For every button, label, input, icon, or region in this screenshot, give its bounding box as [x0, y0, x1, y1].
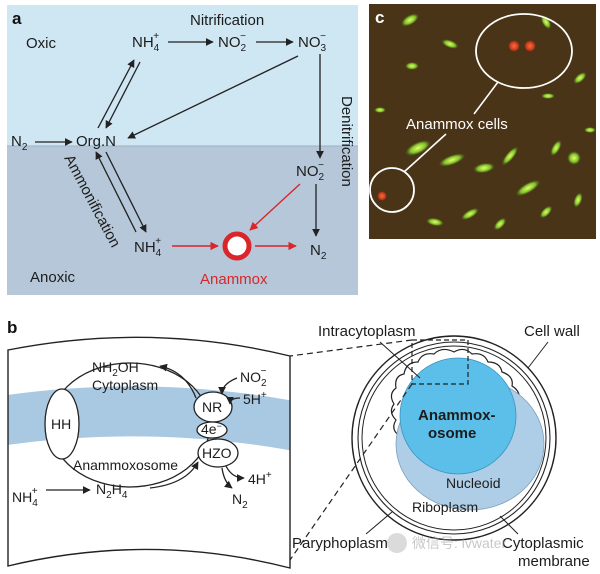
h5-input: 5H+: [243, 390, 267, 407]
nr-label: NR: [202, 399, 222, 415]
anammoxosome-label: Anammoxosome: [73, 457, 178, 473]
panel-a-label: a: [12, 9, 22, 28]
cell-wall-label: Cell wall: [524, 323, 580, 340]
nucleoid-label: Nucleoid: [446, 475, 500, 491]
paryphoplasm-label: Paryphoplasm: [292, 535, 388, 552]
panel-b-label: b: [7, 318, 17, 337]
nitrification-label: Nitrification: [190, 12, 264, 29]
no2-bottom: NO2−: [296, 160, 325, 183]
anoxic-zone: [7, 146, 358, 295]
no2-input: NO2−: [240, 366, 267, 389]
cytoplasmic-label-line1: Cytoplasmic: [502, 535, 584, 552]
callout-circle-bottom: [369, 167, 415, 213]
nh2oh: NH2OH: [92, 359, 139, 379]
anammoxosome-line1: Anammox-: [418, 407, 496, 424]
anammox-arrows: [172, 183, 301, 251]
hh-label: HH: [51, 416, 71, 432]
hzo-label: HZO: [202, 445, 232, 461]
n2-right: N2: [310, 242, 327, 262]
no2-top: NO2−: [218, 31, 247, 54]
intracytoplasm-label: Intracytoplasm: [318, 323, 416, 340]
panel-b-arrows: [46, 363, 245, 494]
anoxic-label: Anoxic: [30, 269, 76, 286]
anammoxosome-line2: osome: [428, 425, 476, 442]
n2-left: N2: [11, 133, 28, 153]
oxic-label: Oxic: [26, 35, 57, 52]
electron-carrier: [196, 421, 228, 439]
cell-slice-outline: [7, 336, 291, 569]
h4-output: 4H+: [248, 470, 272, 487]
zoom-box: [411, 339, 469, 385]
anammox-cells-callout: Anammox cells: [406, 116, 508, 133]
hh-enzyme: [44, 388, 80, 460]
cytoplasmic-label-line2: membrane: [518, 553, 590, 570]
no3: NO3−: [298, 31, 327, 54]
n2h4: N2H4: [96, 481, 128, 501]
panel-c: c Anammox cells: [369, 4, 596, 239]
panel-c-label: c: [375, 8, 384, 27]
micrograph: [369, 4, 596, 239]
panel-b: b HH NR 4e− HZO NH2OH Cytoplasm Anammoxo…: [7, 318, 590, 570]
anammox-label: Anammox: [200, 271, 268, 288]
anammoxosome-compartment: [399, 357, 517, 475]
micrograph-cells: [374, 13, 596, 231]
n2-output: N2: [232, 491, 248, 511]
orgn: Org.N: [76, 133, 116, 150]
oxic-zone: [7, 5, 358, 146]
riboplasm-label: Riboplasm: [412, 499, 478, 515]
watermark-text: 微信号: lvwater: [412, 535, 506, 551]
callout-circle-top: [475, 13, 573, 89]
watermark: 微信号: lvwater: [387, 533, 506, 553]
cell-diagram: Anammox- osome Nucleoid Riboplasm Intrac…: [289, 323, 590, 570]
nh4-bottom: NH4+: [134, 236, 162, 259]
cytoplasm-label: Cytoplasm: [92, 377, 158, 393]
hzo-enzyme: [197, 438, 239, 468]
panel-a-arrows: [35, 38, 324, 237]
anammox-cell-icon: [222, 231, 252, 261]
nh4-top: NH4+: [132, 31, 160, 54]
denitrification-label: Denitrification: [338, 96, 355, 187]
panel-a: a Oxic Anoxic Nitrification NH4+ NO2− NO…: [7, 5, 358, 295]
electron-label: 4e−: [201, 421, 222, 437]
nh4-input: NH4+: [12, 486, 38, 509]
